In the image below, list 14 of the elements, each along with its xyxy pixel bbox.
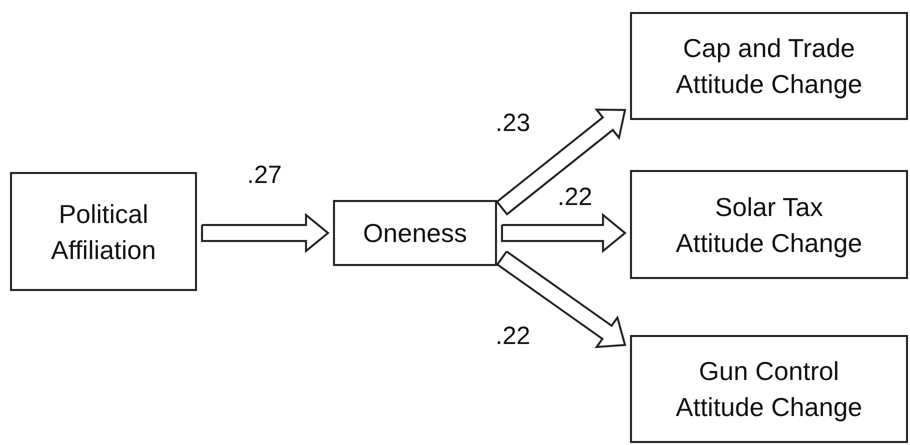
box-label: Cap and Trade Attitude Change: [674, 32, 864, 101]
process-box: [630, 170, 908, 279]
process-box: [333, 200, 497, 266]
box-label: Solar Tax Attitude Change: [674, 190, 864, 260]
block-arrow: [201, 212, 330, 254]
process-box: [10, 172, 197, 291]
block-arrow: [496, 250, 626, 348]
process-box: [630, 12, 908, 120]
box-label: Gun Control Attitude Change: [674, 355, 864, 424]
process-box: [630, 335, 908, 443]
block-arrow: [496, 108, 626, 216]
box-label: Oneness: [362, 217, 468, 250]
box-label: Political Affiliation: [50, 198, 158, 266]
block-arrow: [501, 212, 627, 254]
